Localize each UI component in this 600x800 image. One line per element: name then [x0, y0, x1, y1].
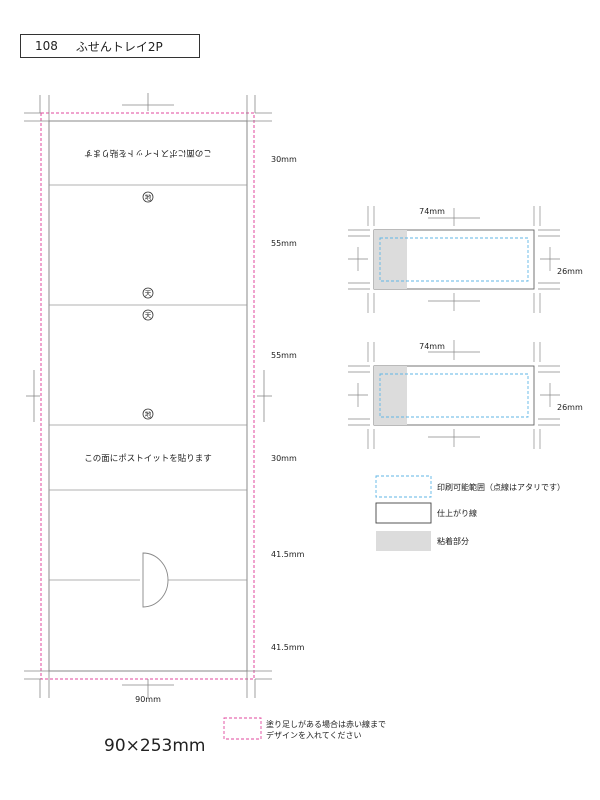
template-name: ふせんトレイ2P [75, 39, 163, 54]
width-dimension-label: 90mm [135, 695, 161, 704]
side-panel-bottom: 74mm 26mm [348, 340, 583, 449]
print-area [379, 237, 529, 282]
dimension-label: 41.5mm [271, 550, 305, 559]
dimension-label: 55mm [271, 351, 297, 360]
section-label: この面にポストイットを貼ります [84, 453, 212, 464]
finger-tab-cutout [142, 552, 169, 608]
panel-height-label: 26mm [557, 267, 583, 276]
svg-text:地: 地 [145, 410, 152, 419]
size-label: 90×253mm [104, 736, 205, 756]
bleed-note-swatch [223, 717, 262, 740]
dimension-label: 30mm [271, 454, 297, 463]
legend-trim-line-label: 仕上がり線 [437, 508, 477, 518]
main-template: この面にポストイットを貼ります この面にポストイットを貼ります 地 天 天 地 … [24, 93, 305, 704]
svg-text:天: 天 [145, 290, 152, 298]
template-title-box: 108 ふせんトレイ2P [20, 34, 200, 58]
glue-area [374, 366, 407, 425]
crop-marks [24, 93, 272, 698]
legend-print-area-swatch [375, 475, 432, 498]
legend-glue-swatch [376, 531, 431, 551]
trim-outline [48, 120, 248, 672]
bleed-note-line2: デザインを入れてください [266, 730, 362, 740]
bleed-line [40, 112, 255, 680]
marker-heaven-1: 天 [142, 287, 154, 299]
glue-area [374, 230, 407, 289]
svg-text:地: 地 [145, 193, 152, 202]
dimension-label: 41.5mm [271, 643, 305, 652]
print-area [379, 373, 529, 418]
bleed-note-line1: 塗り足しがある場合は赤い線まで [266, 719, 386, 729]
svg-text:天: 天 [145, 312, 152, 320]
legend-print-area-label: 印刷可能範囲（点線はアタリです） [437, 482, 565, 492]
panel-height-label: 26mm [557, 403, 583, 412]
marker-heaven-2: 天 [142, 309, 154, 321]
template-number: 108 [35, 39, 58, 53]
side-panel-top: 74mm 26mm [348, 206, 583, 313]
panel-width-label: 74mm [419, 207, 445, 216]
legend-trim-line-swatch [375, 502, 432, 524]
dimension-label: 30mm [271, 155, 297, 164]
marker-earth-top: 地 [142, 191, 154, 203]
marker-earth-bottom: 地 [142, 408, 154, 420]
legend-glue-label: 粘着部分 [437, 536, 469, 546]
panel-width-label: 74mm [419, 342, 445, 351]
upside-down-section-label: この面にポストイットを貼ります [84, 148, 212, 159]
dimension-label: 55mm [271, 239, 297, 248]
legend: 印刷可能範囲（点線はアタリです） 仕上がり線 粘着部分 [375, 475, 565, 551]
